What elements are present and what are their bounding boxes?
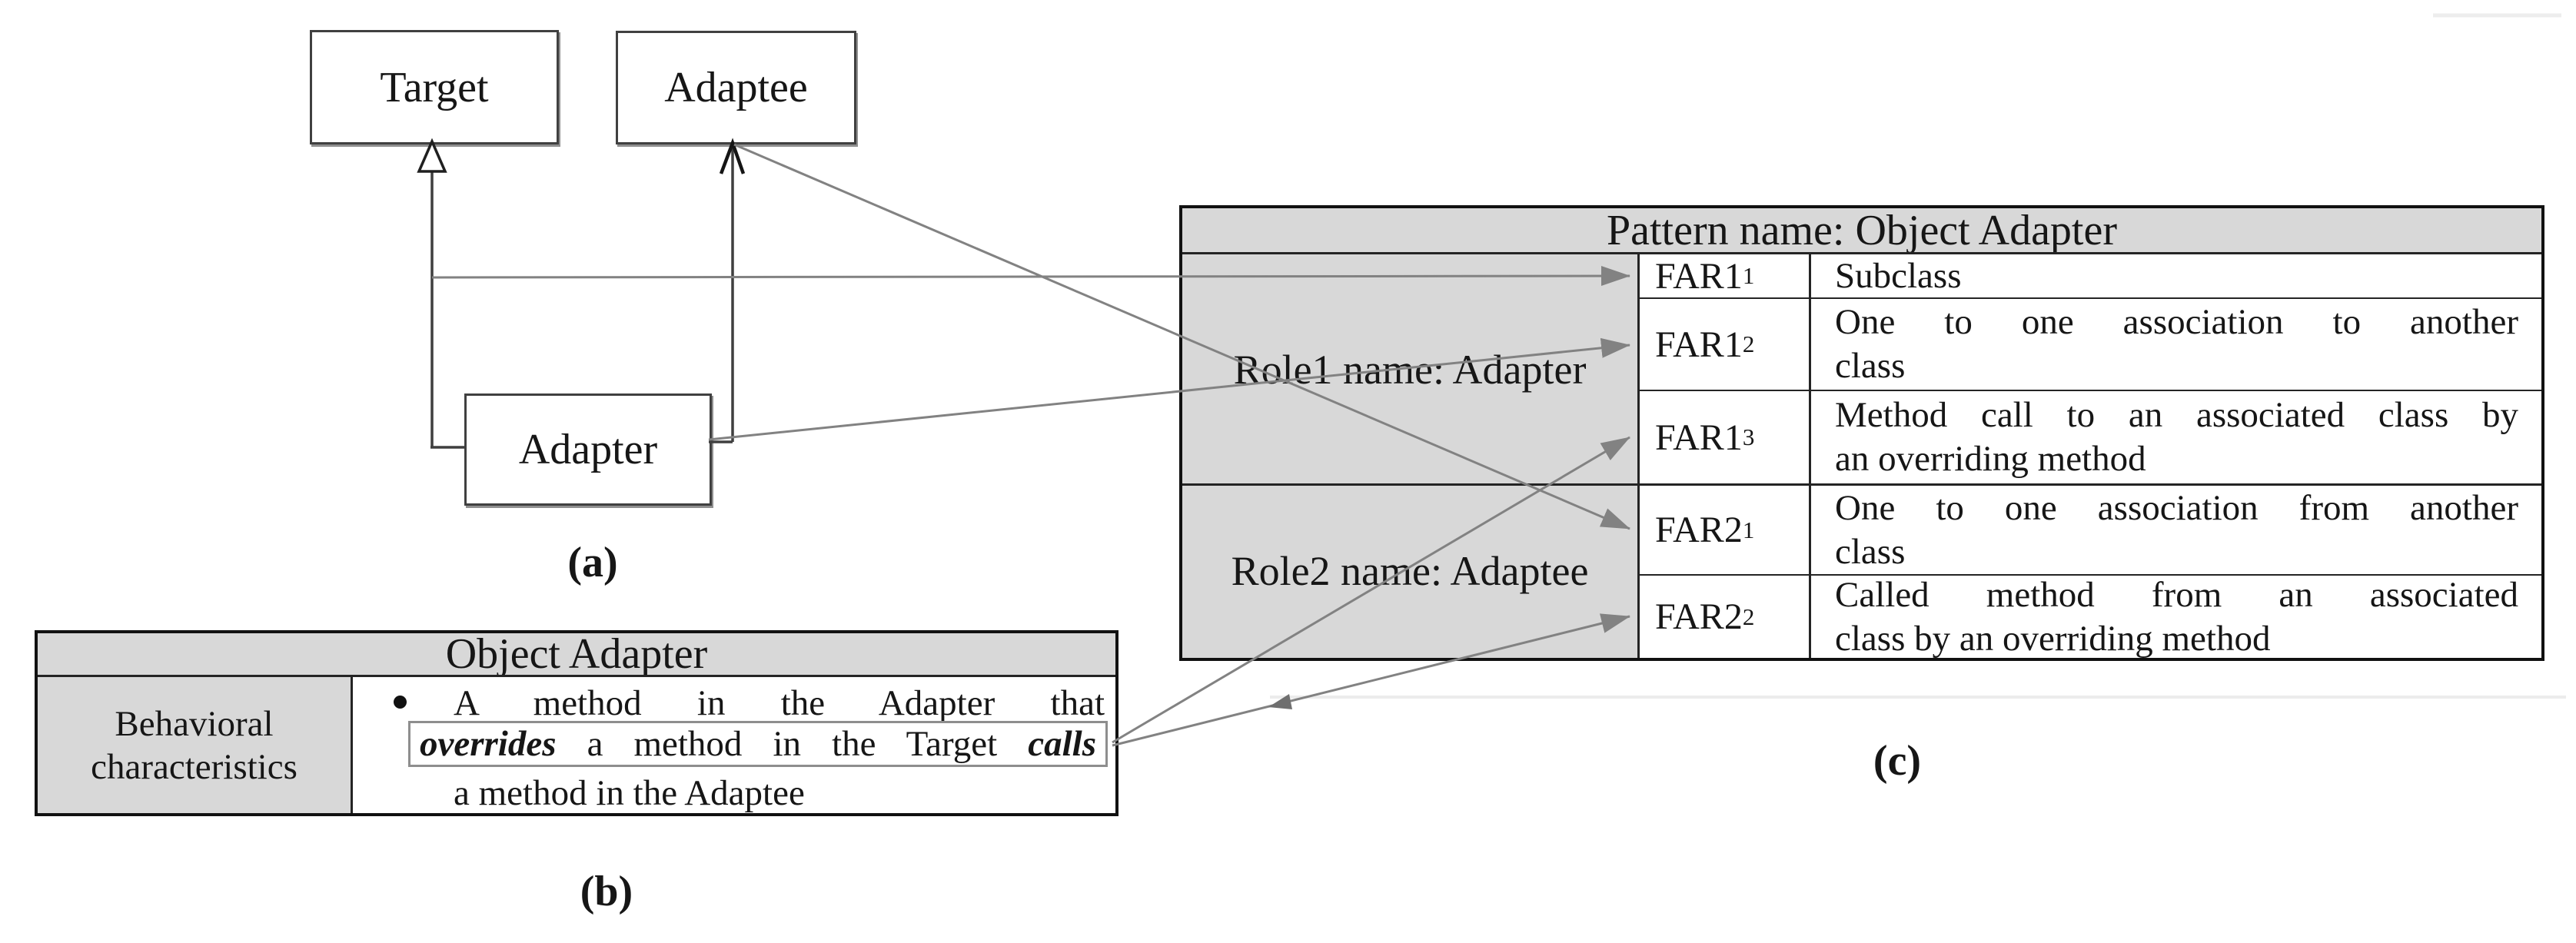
role-column: Role1 name: Adapter Role2 name: Adaptee: [1182, 254, 1637, 658]
far-id: FAR1: [1655, 324, 1743, 365]
association-arrow-adapter-to-adaptee: [709, 138, 746, 443]
role2-cell: Role2 name: Adaptee: [1182, 484, 1637, 658]
table-b-header-divider: [38, 675, 1115, 677]
far-description-line1: Called method from an associated: [1835, 574, 2518, 615]
far-description-line1: One to one association to another: [1835, 302, 2518, 342]
row-divider-1: [1640, 297, 2541, 299]
role-far-column-divider: [1637, 254, 1640, 658]
adaptee-class-label: Adaptee: [664, 64, 808, 111]
overrides-keyword: overrides: [420, 724, 557, 764]
behavioral-row-header-line1: Behavioral: [115, 703, 274, 744]
behavioral-description-cell: A method in the Adapter that overrides a…: [353, 677, 1115, 813]
generalization-arrow-adapter-to-target: [417, 138, 466, 449]
row-divider-2: [1640, 390, 2541, 391]
far-id: FAR1: [1655, 255, 1743, 297]
calls-keyword: calls: [1028, 724, 1097, 764]
behavioral-row-header-line2: characteristics: [91, 746, 297, 787]
adapter-class-label: Adapter: [518, 426, 658, 473]
far-desc-column-divider: [1809, 254, 1811, 658]
open-arrowhead-icon: [719, 138, 746, 174]
mid-arrowhead-icon: [1268, 694, 1292, 709]
behavioral-table: Object Adapter Behavioral characteristic…: [35, 630, 1118, 816]
role-group-divider: [1182, 483, 2541, 486]
far-description-line2: class: [1835, 346, 1906, 386]
pattern-table-title: Pattern name: Object Adapter: [1182, 207, 2541, 254]
caption-b: (b): [580, 868, 633, 915]
far-description-line2: class: [1835, 531, 1906, 572]
far-description-line1: Method call to an associated class by: [1835, 395, 2518, 435]
far-description-line1: One to one association from another: [1835, 487, 2518, 528]
row-divider-4: [1640, 574, 2541, 576]
far-description-cell: One to one association from another clas…: [1835, 486, 2518, 574]
hollow-triangle-icon: [417, 138, 447, 173]
caption-c: (c): [1873, 737, 1922, 785]
far-description: Subclass: [1835, 255, 1962, 296]
caption-a: (a): [567, 539, 618, 586]
adaptee-class-box: Adaptee: [616, 31, 856, 144]
bullet-icon: [394, 696, 407, 709]
behavioral-text-line2: overrides a method in the Target calls: [410, 723, 1105, 765]
pattern-far-table: Pattern name: Object Adapter Role1 name:…: [1179, 205, 2544, 661]
role2-label: Role2 name: Adaptee: [1231, 548, 1589, 594]
role1-label: Role1 name: Adapter: [1233, 346, 1587, 393]
role1-cell: Role1 name: Adapter: [1182, 254, 1637, 484]
target-class-box: Target: [310, 30, 559, 144]
far-description-line2: class by an overriding method: [1835, 618, 2271, 659]
behavioral-row-header: Behavioral characteristics: [38, 677, 351, 813]
boxed-middle-text: a method in the Target: [587, 724, 998, 764]
behavioral-table-title: Object Adapter: [38, 630, 1115, 678]
far-id: FAR1: [1655, 417, 1743, 458]
far-description-line2: an overriding method: [1835, 439, 2146, 479]
adapter-class-box: Adapter: [464, 393, 712, 506]
far-id: FAR2: [1655, 596, 1743, 637]
far-description-cell: Method call to an associated class by an…: [1835, 391, 2518, 483]
far-description-cell: One to one association to another class: [1835, 299, 2518, 390]
table-c-header-divider: [1182, 252, 2541, 254]
target-class-label: Target: [380, 63, 489, 111]
behavioral-text-line3: a method in the Adaptee: [454, 773, 805, 813]
far-id: FAR2: [1655, 510, 1743, 550]
far-description-cell: Called method from an associated class b…: [1835, 574, 2518, 659]
far-description-cell: Subclass: [1835, 254, 2518, 297]
table-b-column-divider: [351, 677, 353, 813]
overrides-calls-highlight-box: overrides a method in the Target calls: [408, 721, 1108, 767]
behavioral-text-line1: A method in the Adapter that: [454, 683, 1105, 723]
